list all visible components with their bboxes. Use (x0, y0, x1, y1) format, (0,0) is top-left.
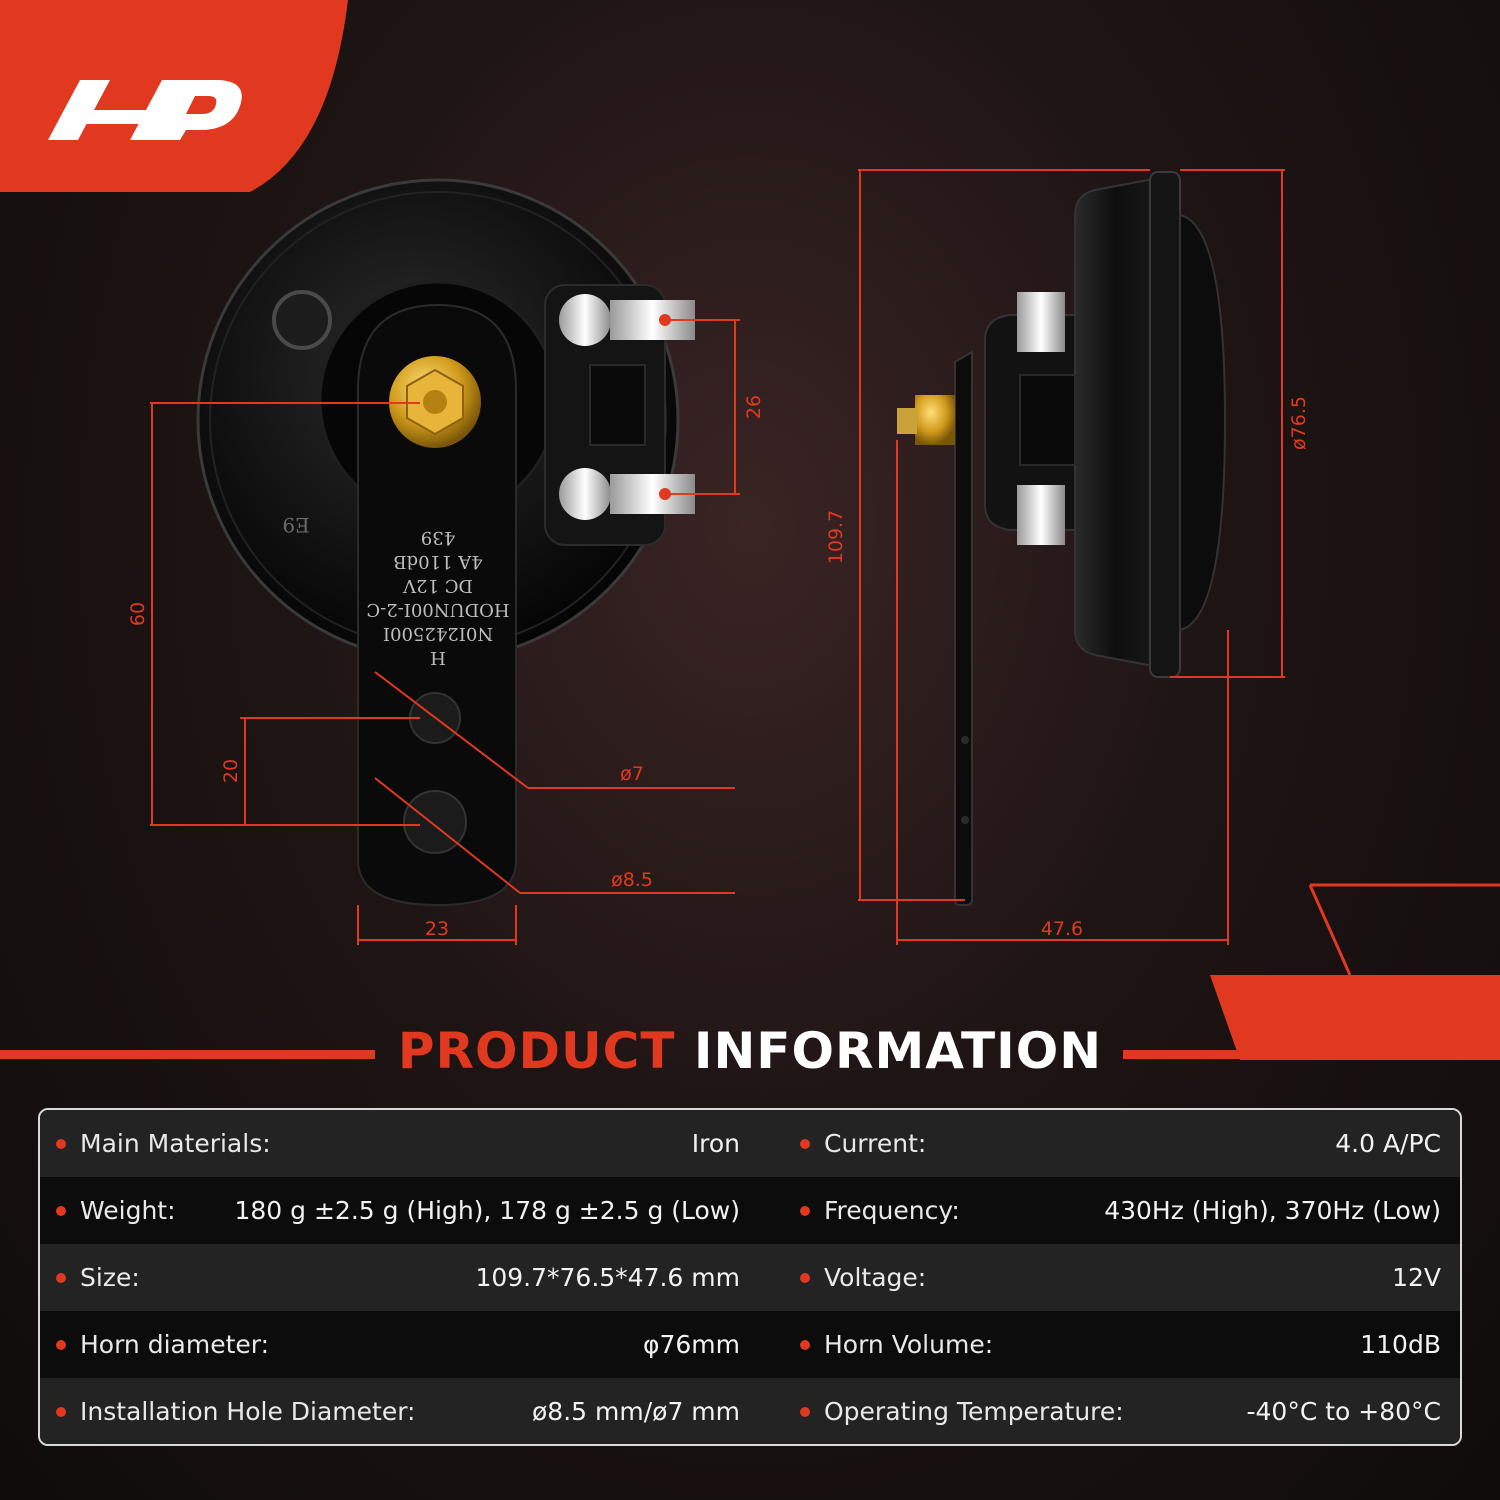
spec-label: Frequency: (824, 1196, 960, 1225)
marking-line-1: H (430, 647, 446, 668)
spec-value: 180 g ±2.5 g (High), 178 g ±2.5 g (Low) (234, 1196, 741, 1225)
bullet-icon (56, 1138, 66, 1149)
spec-label: Horn Volume: (824, 1330, 994, 1359)
spec-row: Main Materials: Iron Current: 4.0 A/PC (40, 1110, 1460, 1177)
bullet-icon (800, 1138, 810, 1149)
accent-stripe (1210, 975, 1500, 1060)
side-dimension-labels: 109.7 ø76.5 47.6 (825, 396, 1310, 940)
dim-large-hole: ø8.5 (611, 869, 653, 891)
spec-label: Current: (824, 1129, 927, 1158)
spec-label: Weight: (80, 1196, 176, 1225)
bullet-icon (56, 1406, 66, 1417)
spec-cell-right: Horn Volume: 110dB (784, 1311, 1449, 1378)
cert-mark: E9 (282, 513, 309, 537)
spec-value: ø8.5 mm/ø7 mm (532, 1397, 740, 1426)
dim-overall-height: 109.7 (825, 510, 847, 564)
spec-table: Main Materials: Iron Current: 4.0 A/PC Wei… (38, 1108, 1462, 1446)
front-dimension-labels: 26 60 20 ø7 ø8.5 23 (127, 395, 765, 940)
dim-depth: 47.6 (1041, 918, 1083, 940)
dim-small-hole: ø7 (620, 763, 644, 785)
spec-value: 12V (1392, 1263, 1441, 1292)
spec-row: Size: 109.7*76.5*47.6 mm Voltage: 12V (40, 1244, 1460, 1311)
title-part-1: PRODUCT (397, 1022, 676, 1080)
spec-label: Horn diameter: (80, 1330, 270, 1359)
marking-line-5: 4A 110dB (393, 551, 482, 572)
spec-cell-left: Main Materials: Iron (40, 1110, 740, 1177)
title-part-2: INFORMATION (693, 1022, 1103, 1080)
marking-line-6: 439 (421, 527, 455, 548)
side-dimensions (858, 169, 1285, 945)
horn-side-view (897, 171, 1227, 906)
spec-value: 109.7*76.5*47.6 mm (475, 1263, 740, 1292)
bullet-icon (56, 1205, 66, 1216)
spec-value: -40°C to +80°C (1246, 1397, 1442, 1426)
bullet-icon (56, 1339, 66, 1350)
spec-label: Size: (80, 1263, 140, 1292)
spec-label: Voltage: (824, 1263, 927, 1292)
spec-row: Installation Hole Diameter: ø8.5 mm/ø7 mm… (40, 1378, 1460, 1444)
spec-cell-right: Frequency: 430Hz (High), 370Hz (Low) (784, 1177, 1449, 1244)
spec-value: 110dB (1360, 1330, 1441, 1359)
spec-label: Installation Hole Diameter: (80, 1397, 416, 1426)
dim-terminal-spacing: 26 (743, 395, 765, 419)
section-title: PRODUCT INFORMATION (0, 1022, 1500, 1080)
spec-cell-left: Installation Hole Diameter: ø8.5 mm/ø7 mm (40, 1378, 740, 1444)
spec-cell-left: Horn diameter: φ76mm (40, 1311, 740, 1378)
bullet-icon (800, 1406, 810, 1417)
spec-value: Iron (691, 1129, 740, 1158)
accent-line (1308, 883, 1500, 976)
bullet-icon (56, 1272, 66, 1283)
spec-label: Main Materials: (80, 1129, 271, 1158)
marking-line-4: DC 12V (402, 575, 473, 596)
spec-cell-left: Weight: 180 g ±2.5 g (High), 178 g ±2.5 g… (40, 1177, 740, 1244)
spec-value: 430Hz (High), 370Hz (Low) (1104, 1196, 1441, 1225)
bullet-icon (800, 1339, 810, 1350)
spec-cell-left: Size: 109.7*76.5*47.6 mm (40, 1244, 740, 1311)
spec-cell-right: Voltage: 12V (784, 1244, 1449, 1311)
spec-value: φ76mm (642, 1330, 740, 1359)
bullet-icon (800, 1272, 810, 1283)
marking-line-2: N0I242500I (383, 623, 493, 644)
horn-front-view: H N0I242500I HODUN00I-2-C DC 12V 4A 110d… (196, 178, 695, 907)
spec-row: Horn diameter: φ76mm Horn Volume: 110dB (40, 1311, 1460, 1378)
title-line-left (0, 1050, 375, 1059)
dim-diameter: ø76.5 (1288, 396, 1310, 450)
spec-label: Operating Temperature: (824, 1397, 1124, 1426)
bullet-icon (800, 1205, 810, 1216)
spec-row: Weight: 180 g ±2.5 g (High), 178 g ±2.5 g… (40, 1177, 1460, 1244)
marking-line-3: HODUN00I-2-C (366, 599, 509, 620)
front-dimensions (150, 319, 740, 945)
spec-cell-right: Operating Temperature: -40°C to +80°C (784, 1378, 1449, 1444)
spec-value: 4.0 A/PC (1335, 1129, 1441, 1158)
dim-height-to-hole: 60 (127, 602, 149, 626)
dim-bracket-width: 23 (425, 918, 449, 940)
brand-logo (48, 80, 242, 140)
spec-cell-right: Current: 4.0 A/PC (784, 1110, 1449, 1177)
title-line-right (1123, 1050, 1500, 1059)
dim-hole-spacing: 20 (220, 759, 242, 783)
